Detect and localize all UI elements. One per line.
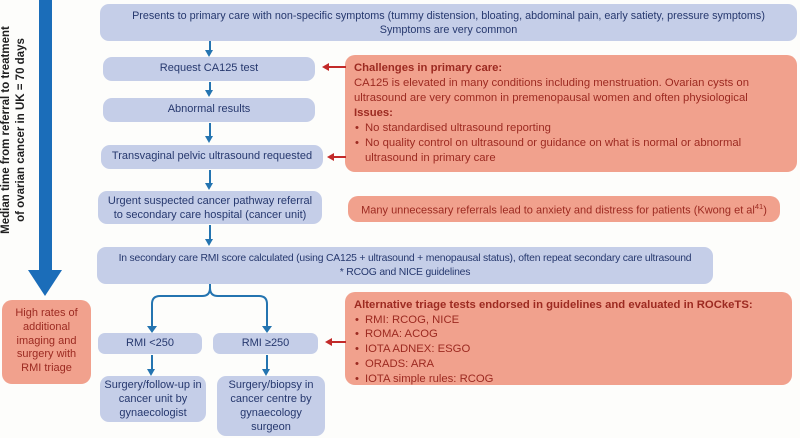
flow-arrow-7 <box>266 355 268 369</box>
red-connector-rmi-high <box>332 341 346 343</box>
box-ca125-test: Request CA125 test <box>103 57 315 81</box>
presentation-line1: Presents to primary care with non-specif… <box>132 9 765 22</box>
timeline-arrow-head-icon <box>28 270 62 296</box>
median-time-line1: Median time from referral to treatment <box>0 26 12 234</box>
triage-tests-heading: Alternative triage tests endorsed in gui… <box>354 299 753 311</box>
unnecessary-referrals-text: Many unnecessary referrals lead to anxie… <box>361 202 767 217</box>
box-rmi-high: RMI ≥250 <box>213 333 318 354</box>
rmi-score-line1: In secondary care RMI score calculated (… <box>118 252 692 264</box>
callout-triage-tests: Alternative triage tests endorsed in gui… <box>345 292 792 387</box>
urgent-referral-label: Urgent suspected cancer pathway referral… <box>107 194 313 221</box>
rmi-low-label: RMI <250 <box>126 336 174 349</box>
surgery-cancer-centre-label: Surgery/biopsy in cancer centre by gynae… <box>228 379 314 433</box>
rmi-high-label: RMI ≥250 <box>241 336 290 349</box>
referrals-note-suffix: ) <box>763 204 767 217</box>
flow-arrow-5-head-icon <box>205 239 213 246</box>
flow-arrow-3 <box>209 123 211 136</box>
red-connector-rmi-high-head-icon <box>325 338 332 346</box>
presentation-line2: Symptoms are very common <box>379 23 518 36</box>
flow-arrow-4 <box>209 170 211 183</box>
callout-unnecessary-referrals: Many unnecessary referrals lead to anxie… <box>348 196 780 222</box>
red-connector-ultrasound <box>334 156 346 158</box>
rmi-triage-outcome-text: High rates of additional imaging and sur… <box>15 307 78 375</box>
challenges-body: CA125 is elevated in many conditions inc… <box>354 77 749 104</box>
red-connector-ca125 <box>329 66 346 68</box>
triage-bullet-5: IOTA simple rules: RCOG <box>354 372 783 387</box>
triage-bullet-3: IOTA ADNEX: ESGO <box>354 342 783 357</box>
flow-arrow-3-head-icon <box>205 136 213 143</box>
box-rmi-score: In secondary care RMI score calculated (… <box>97 247 713 284</box>
triage-bullet-4: ORADS: ARA <box>354 357 783 372</box>
median-time-label: Median time from referral to treatment o… <box>0 0 33 280</box>
challenges-bullet-1: No standardised ultrasound reporting <box>354 121 788 136</box>
callout-challenges: Challenges in primary care: CA125 is ele… <box>345 55 797 172</box>
flow-arrow-6-head-icon <box>147 369 155 376</box>
referrals-note-citation: 41 <box>754 201 764 211</box>
flow-arrow-7-head-icon <box>262 369 270 376</box>
flow-arrow-5 <box>209 225 211 239</box>
box-presentation: Presents to primary care with non-specif… <box>100 4 797 41</box>
box-surgery-cancer-unit: Surgery/follow-up in cancer unit by gyna… <box>100 376 206 422</box>
ca125-test-label: Request CA125 test <box>159 62 259 75</box>
callout-rmi-triage-outcome: High rates of additional imaging and sur… <box>2 300 91 384</box>
referrals-note-body: Many unnecessary referrals lead to anxie… <box>361 204 755 217</box>
flow-arrow-4-head-icon <box>205 183 213 190</box>
timeline-arrow-shaft <box>39 0 52 270</box>
red-connector-ca125-head-icon <box>322 63 329 71</box>
box-urgent-referral: Urgent suspected cancer pathway referral… <box>98 191 322 224</box>
box-surgery-cancer-centre: Surgery/biopsy in cancer centre by gynae… <box>217 376 325 436</box>
flow-arrow-1-head-icon <box>205 50 213 57</box>
flow-arrow-6 <box>151 355 153 369</box>
box-ultrasound-requested: Transvaginal pelvic ultrasound requested <box>101 145 323 169</box>
triage-bullet-2: ROMA: ACOG <box>354 327 783 342</box>
surgery-cancer-unit-label: Surgery/follow-up in cancer unit by gyna… <box>104 379 202 419</box>
red-connector-ultrasound-head-icon <box>327 153 334 161</box>
triage-bullet-1: RMI: RCOG, NICE <box>354 313 783 328</box>
issues-heading: Issues: <box>354 107 393 119</box>
branch-split-connector <box>147 284 272 333</box>
box-rmi-low: RMI <250 <box>98 333 202 354</box>
challenges-heading: Challenges in primary care: <box>354 62 503 74</box>
median-time-line2: of ovarian cancer in UK = 70 days <box>15 38 27 222</box>
rmi-score-line2: * RCOG and NICE guidelines <box>339 266 471 278</box>
box-abnormal-results: Abnormal results <box>103 98 315 122</box>
challenges-bullet-2: No quality control on ultrasound or guid… <box>354 136 788 166</box>
abnormal-results-label: Abnormal results <box>167 103 251 116</box>
flow-arrow-1 <box>209 41 211 50</box>
flow-arrow-2 <box>209 82 211 90</box>
ultrasound-requested-label: Transvaginal pelvic ultrasound requested <box>111 150 313 163</box>
flow-arrow-2-head-icon <box>205 90 213 97</box>
